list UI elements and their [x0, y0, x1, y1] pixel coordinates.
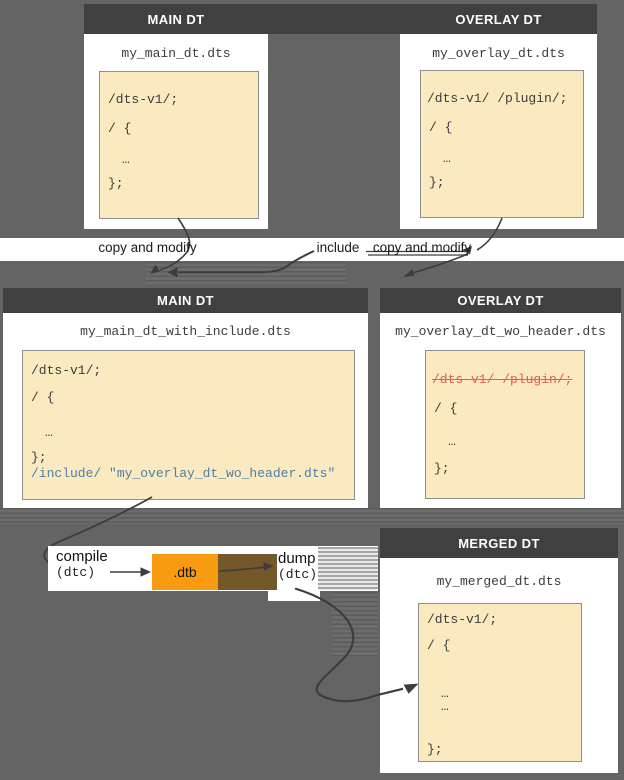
- code-line: /dts-v1/;: [31, 363, 102, 378]
- filename: my_main_dt.dts: [121, 46, 231, 61]
- filename: my_overlay_dt_wo_header.dts: [395, 324, 606, 339]
- merged-dt-header: MERGED DT: [380, 528, 618, 558]
- code-line: / {: [31, 390, 55, 405]
- compile-label: compile (dtc): [56, 549, 108, 581]
- main-dt-header: MAIN DT: [3, 288, 368, 313]
- filename: my_overlay_dt.dts: [432, 46, 565, 61]
- stripe-artifact: [318, 547, 378, 590]
- struck-code-line: /dts-v1/ /plugin/;: [432, 372, 573, 387]
- code-line: };: [434, 461, 450, 476]
- compile-text: compile: [56, 548, 108, 565]
- overlay-dt-header: OVERLAY DT: [455, 11, 542, 27]
- code-line: …: [122, 152, 130, 167]
- code-line: };: [108, 176, 124, 191]
- middle-overlay-dt-card: OVERLAY DT my_overlay_dt_wo_header.dts /…: [380, 288, 621, 508]
- code-line: /dts-v1/;: [108, 92, 179, 107]
- dtb-box: .dtb: [152, 554, 218, 590]
- merged-dt-card: MERGED DT my_merged_dt.dts /dts-v1/; / {…: [380, 528, 618, 773]
- code-block: /dts-v1/; / { … }; /include/ "my_overlay…: [22, 350, 355, 500]
- code-line: / {: [429, 120, 453, 135]
- middle-main-dt-card: MAIN DT my_main_dt_with_include.dts /dts…: [3, 288, 368, 508]
- code-block: /dts-v1/ /plugin/; / { … };: [425, 350, 585, 499]
- code-block: /dts-v1/; / { … … };: [418, 603, 582, 762]
- code-line: / {: [108, 121, 132, 136]
- top-overlay-dt-card: my_overlay_dt.dts /dts-v1/ /plugin/; / {…: [400, 34, 597, 229]
- dump-label: dump (dtc): [278, 551, 317, 583]
- code-line: };: [31, 450, 47, 465]
- code-line: …: [448, 434, 456, 449]
- arrowhead: [403, 269, 415, 277]
- include-label: include: [316, 240, 360, 255]
- top-main-dt-card: my_main_dt.dts /dts-v1/; / { … };: [84, 34, 268, 229]
- stripe-artifact: [332, 592, 378, 656]
- code-block: /dts-v1/; / { … };: [99, 71, 259, 219]
- code-line: …: [441, 686, 449, 701]
- code-line: /dts-v1/;: [427, 612, 498, 627]
- code-line: / {: [434, 401, 458, 416]
- stripe-artifact: [0, 508, 624, 524]
- copy-and-modify-label-right: copy and modify: [372, 240, 472, 255]
- dump-text: dump: [278, 550, 316, 567]
- dump-tool-text: (dtc): [278, 567, 318, 582]
- code-line: };: [429, 175, 445, 190]
- compile-tool-text: (dtc): [56, 565, 96, 580]
- main-dt-header: MAIN DT: [147, 11, 205, 27]
- code-line: /dts-v1/ /plugin/;: [427, 91, 568, 106]
- code-line: …: [443, 151, 451, 166]
- top-header-bar: MAIN DT OVERLAY DT: [84, 4, 597, 34]
- code-line: / {: [427, 638, 451, 653]
- code-line: …: [45, 425, 53, 440]
- stripe-artifact: [146, 262, 346, 284]
- include-code-line: /include/ "my_overlay_dt_wo_header.dts": [31, 466, 336, 481]
- code-line: …: [441, 699, 449, 714]
- code-line: };: [427, 742, 443, 757]
- code-block: /dts-v1/ /plugin/; / { … };: [420, 70, 584, 218]
- filename: my_merged_dt.dts: [436, 574, 562, 589]
- filename: my_main_dt_with_include.dts: [80, 324, 291, 339]
- dtb-shadow-box: [218, 554, 277, 590]
- copy-and-modify-label-left: copy and modify: [98, 240, 197, 255]
- overlay-dt-header: OVERLAY DT: [380, 288, 621, 313]
